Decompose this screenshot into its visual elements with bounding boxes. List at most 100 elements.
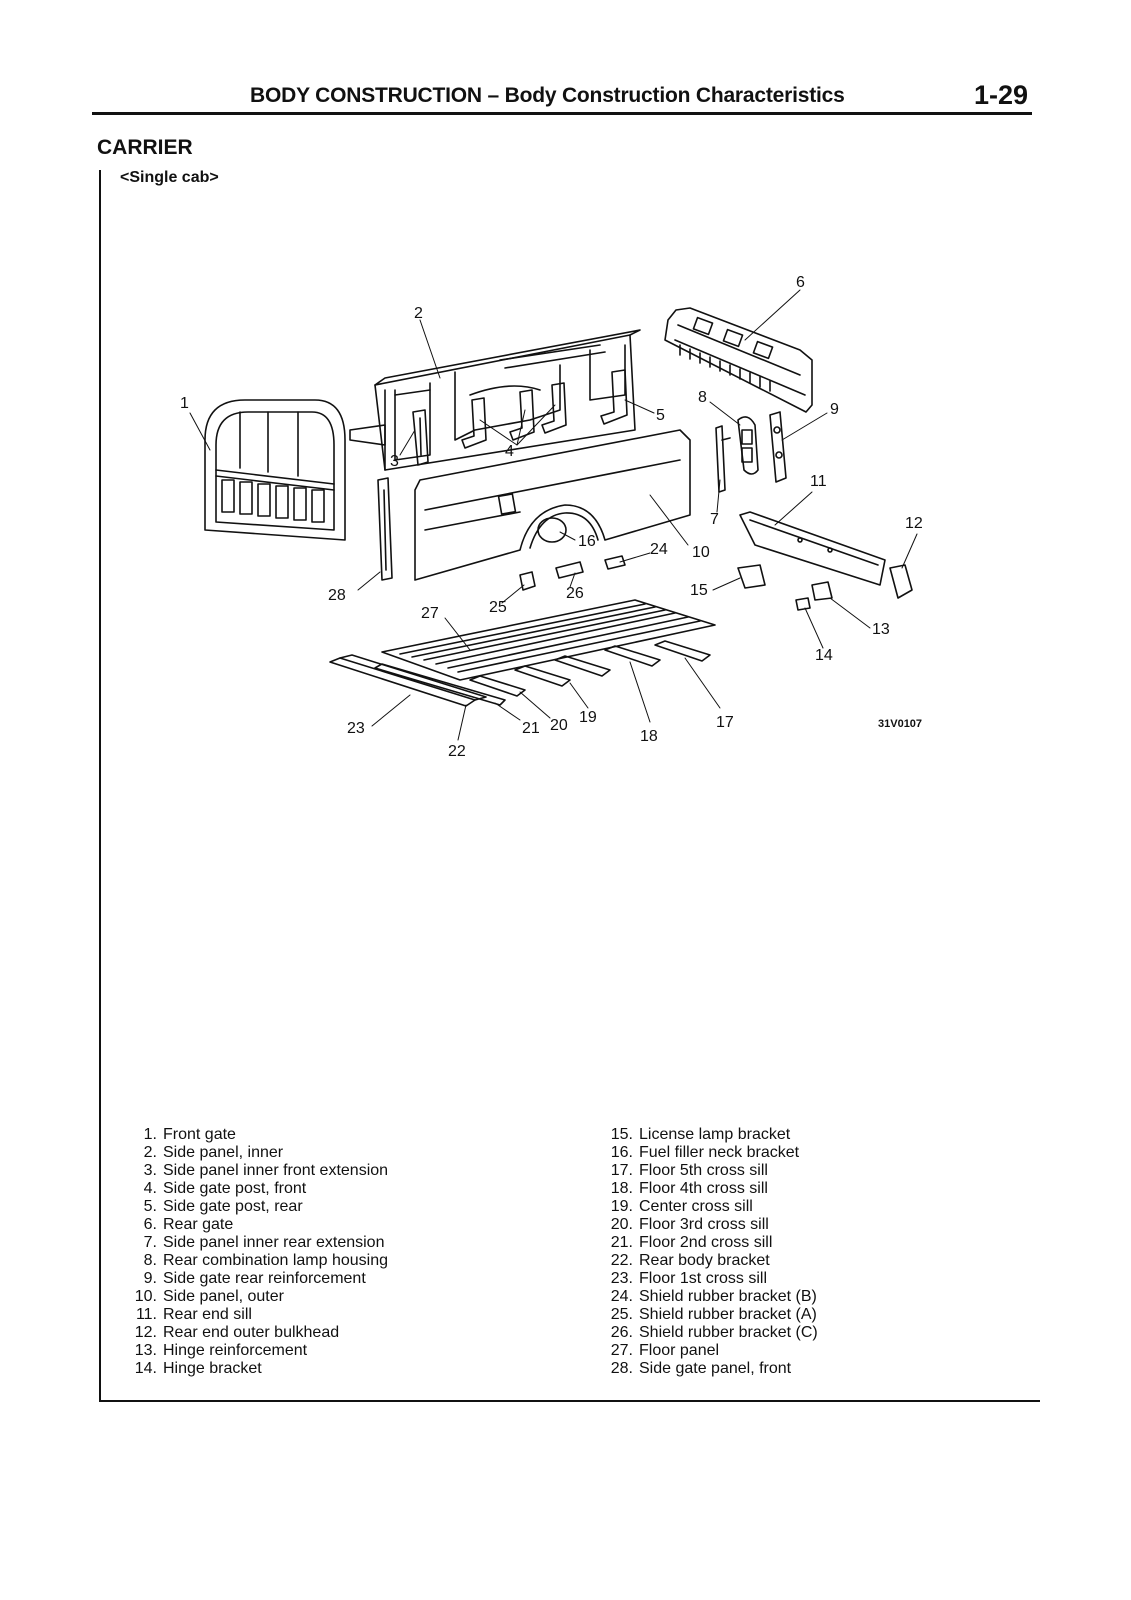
callout-13: 13 bbox=[872, 621, 890, 638]
legend-item-number: 19. bbox=[610, 1198, 633, 1215]
callout-labels: 1 2 3 4 5 6 7 8 9 10 11 12 13 14 15 16 1… bbox=[180, 274, 923, 760]
legend-item: 9. Side gate rear reinforcement bbox=[132, 1270, 388, 1288]
legend-item-number: 23. bbox=[610, 1270, 633, 1287]
callout-8: 8 bbox=[698, 389, 707, 406]
legend-item-number: 16. bbox=[610, 1144, 633, 1161]
legend-item-label: Floor panel bbox=[639, 1342, 720, 1359]
callout-25: 25 bbox=[489, 599, 507, 616]
callout-27: 27 bbox=[421, 605, 439, 622]
callout-7: 7 bbox=[710, 511, 719, 528]
legend-item-number: 8. bbox=[143, 1252, 157, 1269]
callout-22: 22 bbox=[448, 743, 466, 760]
legend-item: 13. Hinge reinforcement bbox=[132, 1342, 388, 1360]
rear-gate-part bbox=[664, 307, 813, 413]
rear-end-sill-part bbox=[739, 511, 886, 586]
legend-item-label: Rear combination lamp housing bbox=[163, 1252, 389, 1269]
legend-item-number: 3. bbox=[143, 1162, 157, 1179]
side-gate-rear-reinforcement-part bbox=[769, 411, 787, 483]
legend-item-number: 7. bbox=[143, 1234, 157, 1251]
callout-28: 28 bbox=[328, 587, 346, 604]
callout-26: 26 bbox=[566, 585, 584, 602]
legend-item: 8. Rear combination lamp housing bbox=[132, 1252, 388, 1270]
legend-item-label: Floor 2nd cross sill bbox=[639, 1234, 773, 1251]
inner-rear-extension-part bbox=[715, 425, 731, 493]
leader-lines bbox=[189, 289, 918, 741]
legend-item: 17.Floor 5th cross sill bbox=[608, 1162, 818, 1180]
small-brackets-part bbox=[737, 564, 833, 611]
legend-item: 20. Floor 3rd cross sill bbox=[608, 1216, 818, 1234]
page-number: 1-29 bbox=[974, 80, 1029, 110]
rear-combination-lamp-housing-part bbox=[737, 416, 759, 475]
legend-item-number: 15. bbox=[610, 1126, 633, 1143]
legend-item-number: 24. bbox=[610, 1288, 633, 1305]
legend-item-number: 9. bbox=[143, 1270, 157, 1287]
legend-item-number: 2. bbox=[143, 1144, 157, 1161]
legend-item-number: 13. bbox=[134, 1342, 157, 1359]
callout-14: 14 bbox=[815, 647, 833, 664]
bottom-border-rule bbox=[99, 1400, 1040, 1402]
shield-rubber-brackets-part bbox=[519, 517, 626, 591]
callout-17: 17 bbox=[716, 714, 734, 731]
legend-item-label: Hinge bracket bbox=[163, 1360, 262, 1377]
legend-item: 2. Side panel, inner bbox=[132, 1144, 388, 1162]
legend-item: 4.Side gate post, front bbox=[132, 1180, 388, 1198]
legend-item-label: Side panel, inner bbox=[163, 1144, 284, 1161]
legend-item-label: Fuel filler neck bracket bbox=[639, 1144, 800, 1161]
legend-item-label: Floor 3rd cross sill bbox=[639, 1216, 769, 1233]
callout-12: 12 bbox=[905, 515, 923, 532]
legend-item: 19.Center cross sill bbox=[608, 1198, 818, 1216]
legend-item-label: Side gate rear reinforcement bbox=[163, 1270, 366, 1287]
callout-24: 24 bbox=[650, 541, 668, 558]
legend-item-label: Rear end outer bulkhead bbox=[163, 1324, 340, 1341]
legend-item: 16. Fuel filler neck bracket bbox=[608, 1144, 818, 1162]
legend-item: 12. Rear end outer bulkhead bbox=[132, 1324, 388, 1342]
legend-item-number: 27. bbox=[610, 1342, 633, 1359]
callout-9: 9 bbox=[830, 401, 839, 418]
legend-item: 5. Side gate post, rear bbox=[132, 1198, 388, 1216]
legend-item-label: Side gate post, rear bbox=[163, 1198, 303, 1215]
legend-item-number: 4. bbox=[143, 1180, 157, 1197]
legend-item-number: 20. bbox=[610, 1216, 633, 1233]
legend-left: 1. Front gate 2. Side panel, inner 3. Side pa… bbox=[132, 1126, 388, 1378]
legend-item: 22. Rear body bracket bbox=[608, 1252, 818, 1270]
legend-item-label: Shield rubber bracket (A) bbox=[639, 1306, 817, 1323]
callout-21: 21 bbox=[522, 720, 540, 737]
legend-item-number: 5. bbox=[143, 1198, 157, 1215]
legend-item: 21. Floor 2nd cross sill bbox=[608, 1234, 818, 1252]
figure-code: 31V0107 bbox=[878, 718, 922, 730]
side-gate-post-rear-part bbox=[600, 369, 628, 425]
legend-item-label: Hinge reinforcement bbox=[163, 1342, 308, 1359]
legend-item-number: 1. bbox=[143, 1126, 157, 1143]
legend-item-number: 10. bbox=[134, 1288, 157, 1305]
legend-item: 1. Front gate bbox=[132, 1126, 388, 1144]
callout-19: 19 bbox=[579, 709, 597, 726]
legend-item: 7. Side panel inner rear extension bbox=[132, 1234, 388, 1252]
legend-item-label: Side panel inner rear extension bbox=[163, 1234, 385, 1251]
side-gate-post-front-part bbox=[461, 382, 567, 449]
legend-item-label: Rear end sill bbox=[163, 1306, 252, 1323]
side-panel-inner-part bbox=[349, 329, 641, 471]
side-gate-panel-front-part bbox=[377, 477, 393, 581]
callout-10: 10 bbox=[692, 544, 710, 561]
legend-item: 26. Shield rubber bracket (C) bbox=[608, 1324, 818, 1342]
legend-item-label: Shield rubber bracket (B) bbox=[639, 1288, 817, 1305]
legend-item-label: Side panel inner front extension bbox=[163, 1162, 389, 1179]
legend-item-number: 11. bbox=[135, 1306, 157, 1323]
legend-item: 14.Hinge bracket bbox=[132, 1360, 388, 1378]
legend-item-label: Rear body bracket bbox=[639, 1252, 770, 1269]
legend-item: 15.License lamp bracket bbox=[608, 1126, 818, 1144]
legend-item-number: 22. bbox=[610, 1252, 633, 1269]
legend-item-label: Front gate bbox=[163, 1126, 236, 1143]
inner-front-extension-part bbox=[412, 409, 429, 466]
legend-item-number: 21. bbox=[610, 1234, 633, 1251]
legend-item-number: 12. bbox=[134, 1324, 157, 1341]
legend-item: 28.Side gate panel, front bbox=[608, 1360, 818, 1378]
front-gate-part bbox=[204, 399, 346, 541]
rear-end-outer-bulkhead-part bbox=[889, 564, 913, 599]
legend-item: 23.Floor 1st cross sill bbox=[608, 1270, 818, 1288]
legend-item-number: 26. bbox=[610, 1324, 633, 1341]
legend-item-label: Shield rubber bracket (C) bbox=[639, 1324, 818, 1341]
callout-1: 1 bbox=[180, 395, 189, 412]
